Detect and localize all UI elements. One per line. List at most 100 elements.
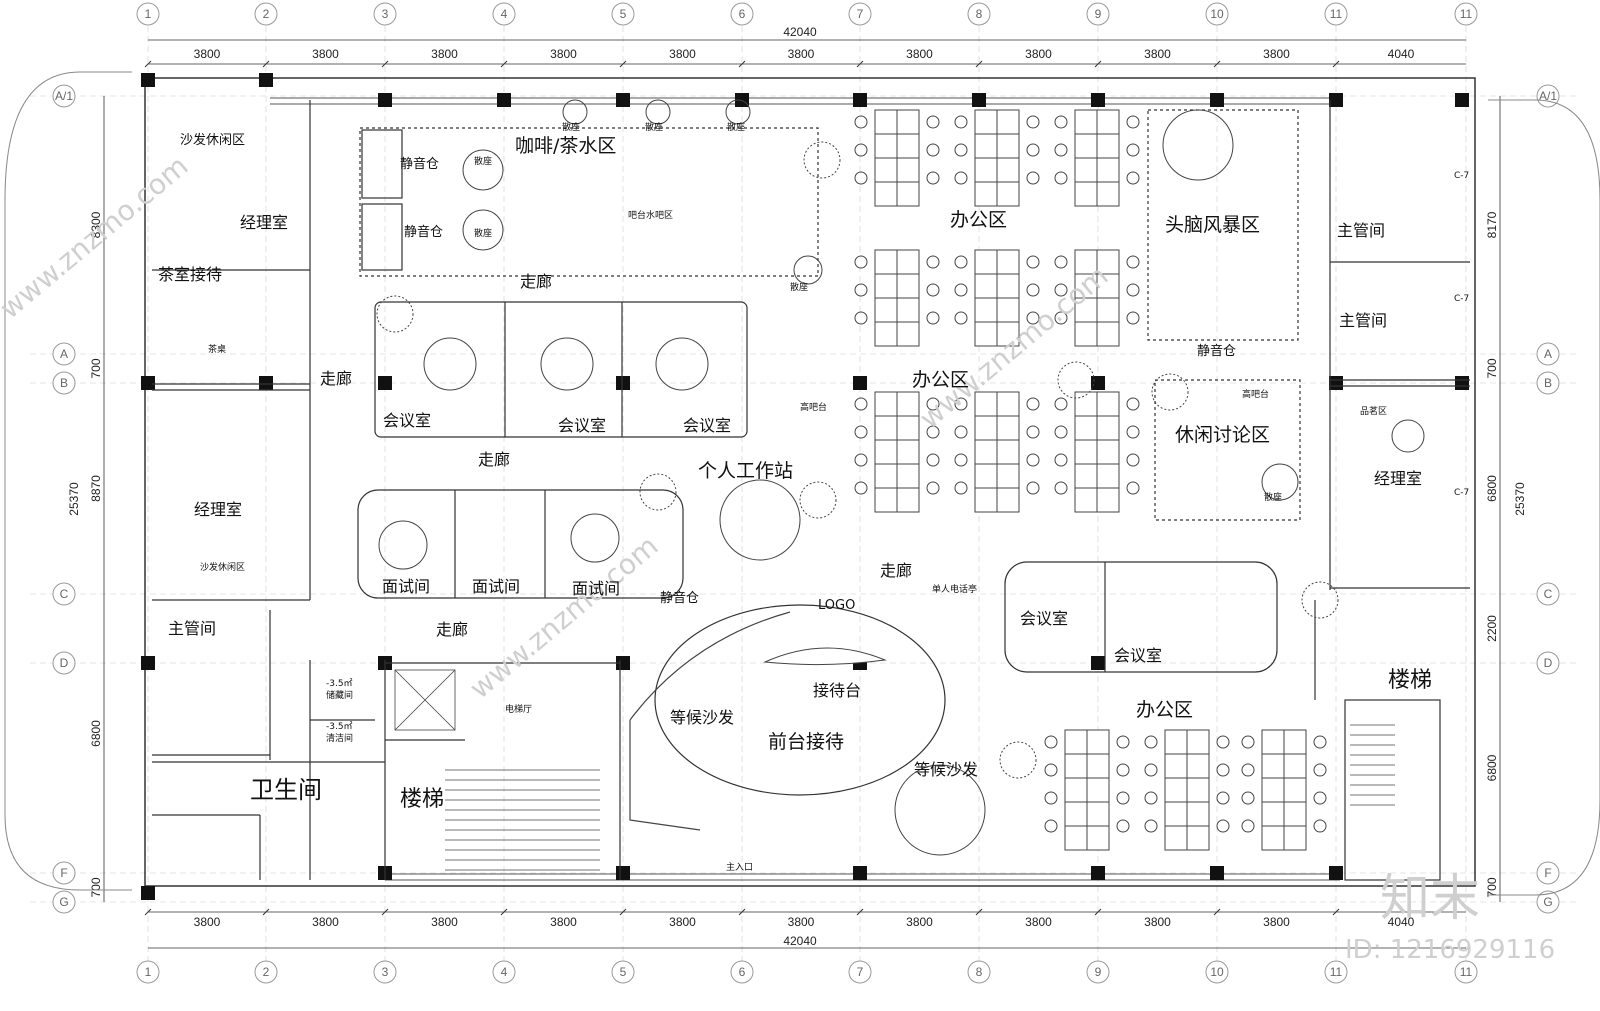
axis-bubble (1086, 960, 1110, 984)
chair (854, 171, 868, 185)
desk (896, 133, 920, 159)
axis-label: 8 (976, 7, 983, 21)
axis-bubble (611, 2, 635, 26)
elevator-shaft (394, 669, 456, 731)
dimension-total-bottom: 42040 (783, 934, 817, 948)
axis-label: A/1 (1539, 89, 1557, 103)
desk (974, 415, 998, 441)
column (616, 866, 630, 880)
dimension-left: 6800 (89, 720, 103, 747)
label-supervisor-r1: 主管间 (1337, 221, 1385, 240)
label-silent-pod-4: 静音仓 (1197, 343, 1236, 359)
desk (874, 321, 898, 347)
desk (974, 487, 998, 513)
watermark-id: ID: 1216929116 (1345, 935, 1555, 965)
axis-bubble (1536, 84, 1560, 108)
axis-label: 10 (1210, 965, 1224, 979)
label-silent-pod-3: 静音仓 (660, 590, 699, 606)
desk (1096, 109, 1120, 135)
dimension-right: 6800 (1485, 475, 1499, 502)
desk (896, 181, 920, 207)
label-sofa-lounge-mid: 沙发休闲区 (200, 561, 245, 573)
round-table (423, 337, 477, 391)
round-table (562, 99, 588, 125)
dimension-right: 700 (1485, 358, 1499, 378)
chair (926, 115, 940, 129)
label-restroom: 卫生间 (250, 776, 322, 804)
column (1329, 93, 1343, 107)
chair (1026, 143, 1040, 157)
plant (799, 481, 837, 519)
label-manager-room-right: 经理室 (1374, 469, 1422, 488)
axis-label: 6 (739, 965, 746, 979)
desk (874, 157, 898, 183)
label-bar-area-small: 吧台水吧区 (628, 209, 673, 221)
round-table (1391, 419, 1425, 453)
dimension-value: 3800 (312, 915, 339, 929)
label-supervisor-left: 主管间 (168, 619, 216, 638)
axis-bubble (1454, 2, 1478, 26)
label-corridor-low: 走廊 (436, 620, 468, 639)
axis-bubble (1536, 651, 1560, 675)
chair (954, 397, 968, 411)
chair (1313, 735, 1327, 749)
label-c7-2: C-7 (1454, 294, 1469, 304)
chair (854, 283, 868, 297)
chair (1044, 791, 1058, 805)
desk (1074, 463, 1098, 489)
chair (854, 115, 868, 129)
dimension-right-total: 25370 (1513, 482, 1527, 516)
chair (854, 481, 868, 495)
label-seat-7: 散座 (1264, 491, 1282, 503)
chair (1126, 255, 1140, 269)
label-workstation: 个人工作站 (698, 460, 793, 482)
desk (896, 415, 920, 441)
desk (974, 297, 998, 323)
desk (1086, 801, 1110, 827)
axis-label: A (60, 347, 68, 361)
axis-label: 8 (976, 965, 983, 979)
column (1455, 93, 1469, 107)
column (141, 886, 155, 900)
desk (1283, 777, 1307, 803)
label-storage: 储藏间 (326, 689, 353, 701)
desk (1186, 753, 1210, 779)
label-interview-1: 面试间 (382, 577, 430, 596)
watermark: 知末 ID: 1216929116 www.znzmo.com www.znzm… (0, 149, 1555, 965)
desk (1283, 801, 1307, 827)
desk (1086, 729, 1110, 755)
column (141, 376, 155, 390)
chair (1054, 453, 1068, 467)
chair (1026, 311, 1040, 325)
desk (1261, 729, 1285, 755)
axis-bubble (1324, 2, 1348, 26)
dimension-right: 6800 (1485, 754, 1499, 781)
desk (1164, 753, 1188, 779)
dimension-value: 3800 (431, 915, 458, 929)
round-table (1162, 109, 1234, 181)
desk (996, 157, 1020, 183)
label-c7-1: C-7 (1454, 171, 1469, 181)
axis-bubble (136, 960, 160, 984)
axis-bubble (1324, 960, 1348, 984)
desk (996, 249, 1020, 275)
chair (1126, 397, 1140, 411)
axis-bubble (967, 960, 991, 984)
axis-label: 11 (1460, 965, 1473, 979)
desk (1164, 801, 1188, 827)
dimension-left-total: 25370 (67, 482, 81, 516)
round-table (645, 99, 671, 125)
desk (874, 415, 898, 441)
chair (1044, 735, 1058, 749)
round-table (462, 149, 504, 191)
desk (1096, 297, 1120, 323)
desk (874, 133, 898, 159)
desk (874, 273, 898, 299)
axis-label: 9 (1095, 965, 1102, 979)
desk (1086, 753, 1110, 779)
desk (1074, 415, 1098, 441)
chair (1216, 819, 1230, 833)
axis-label: 9 (1095, 7, 1102, 21)
